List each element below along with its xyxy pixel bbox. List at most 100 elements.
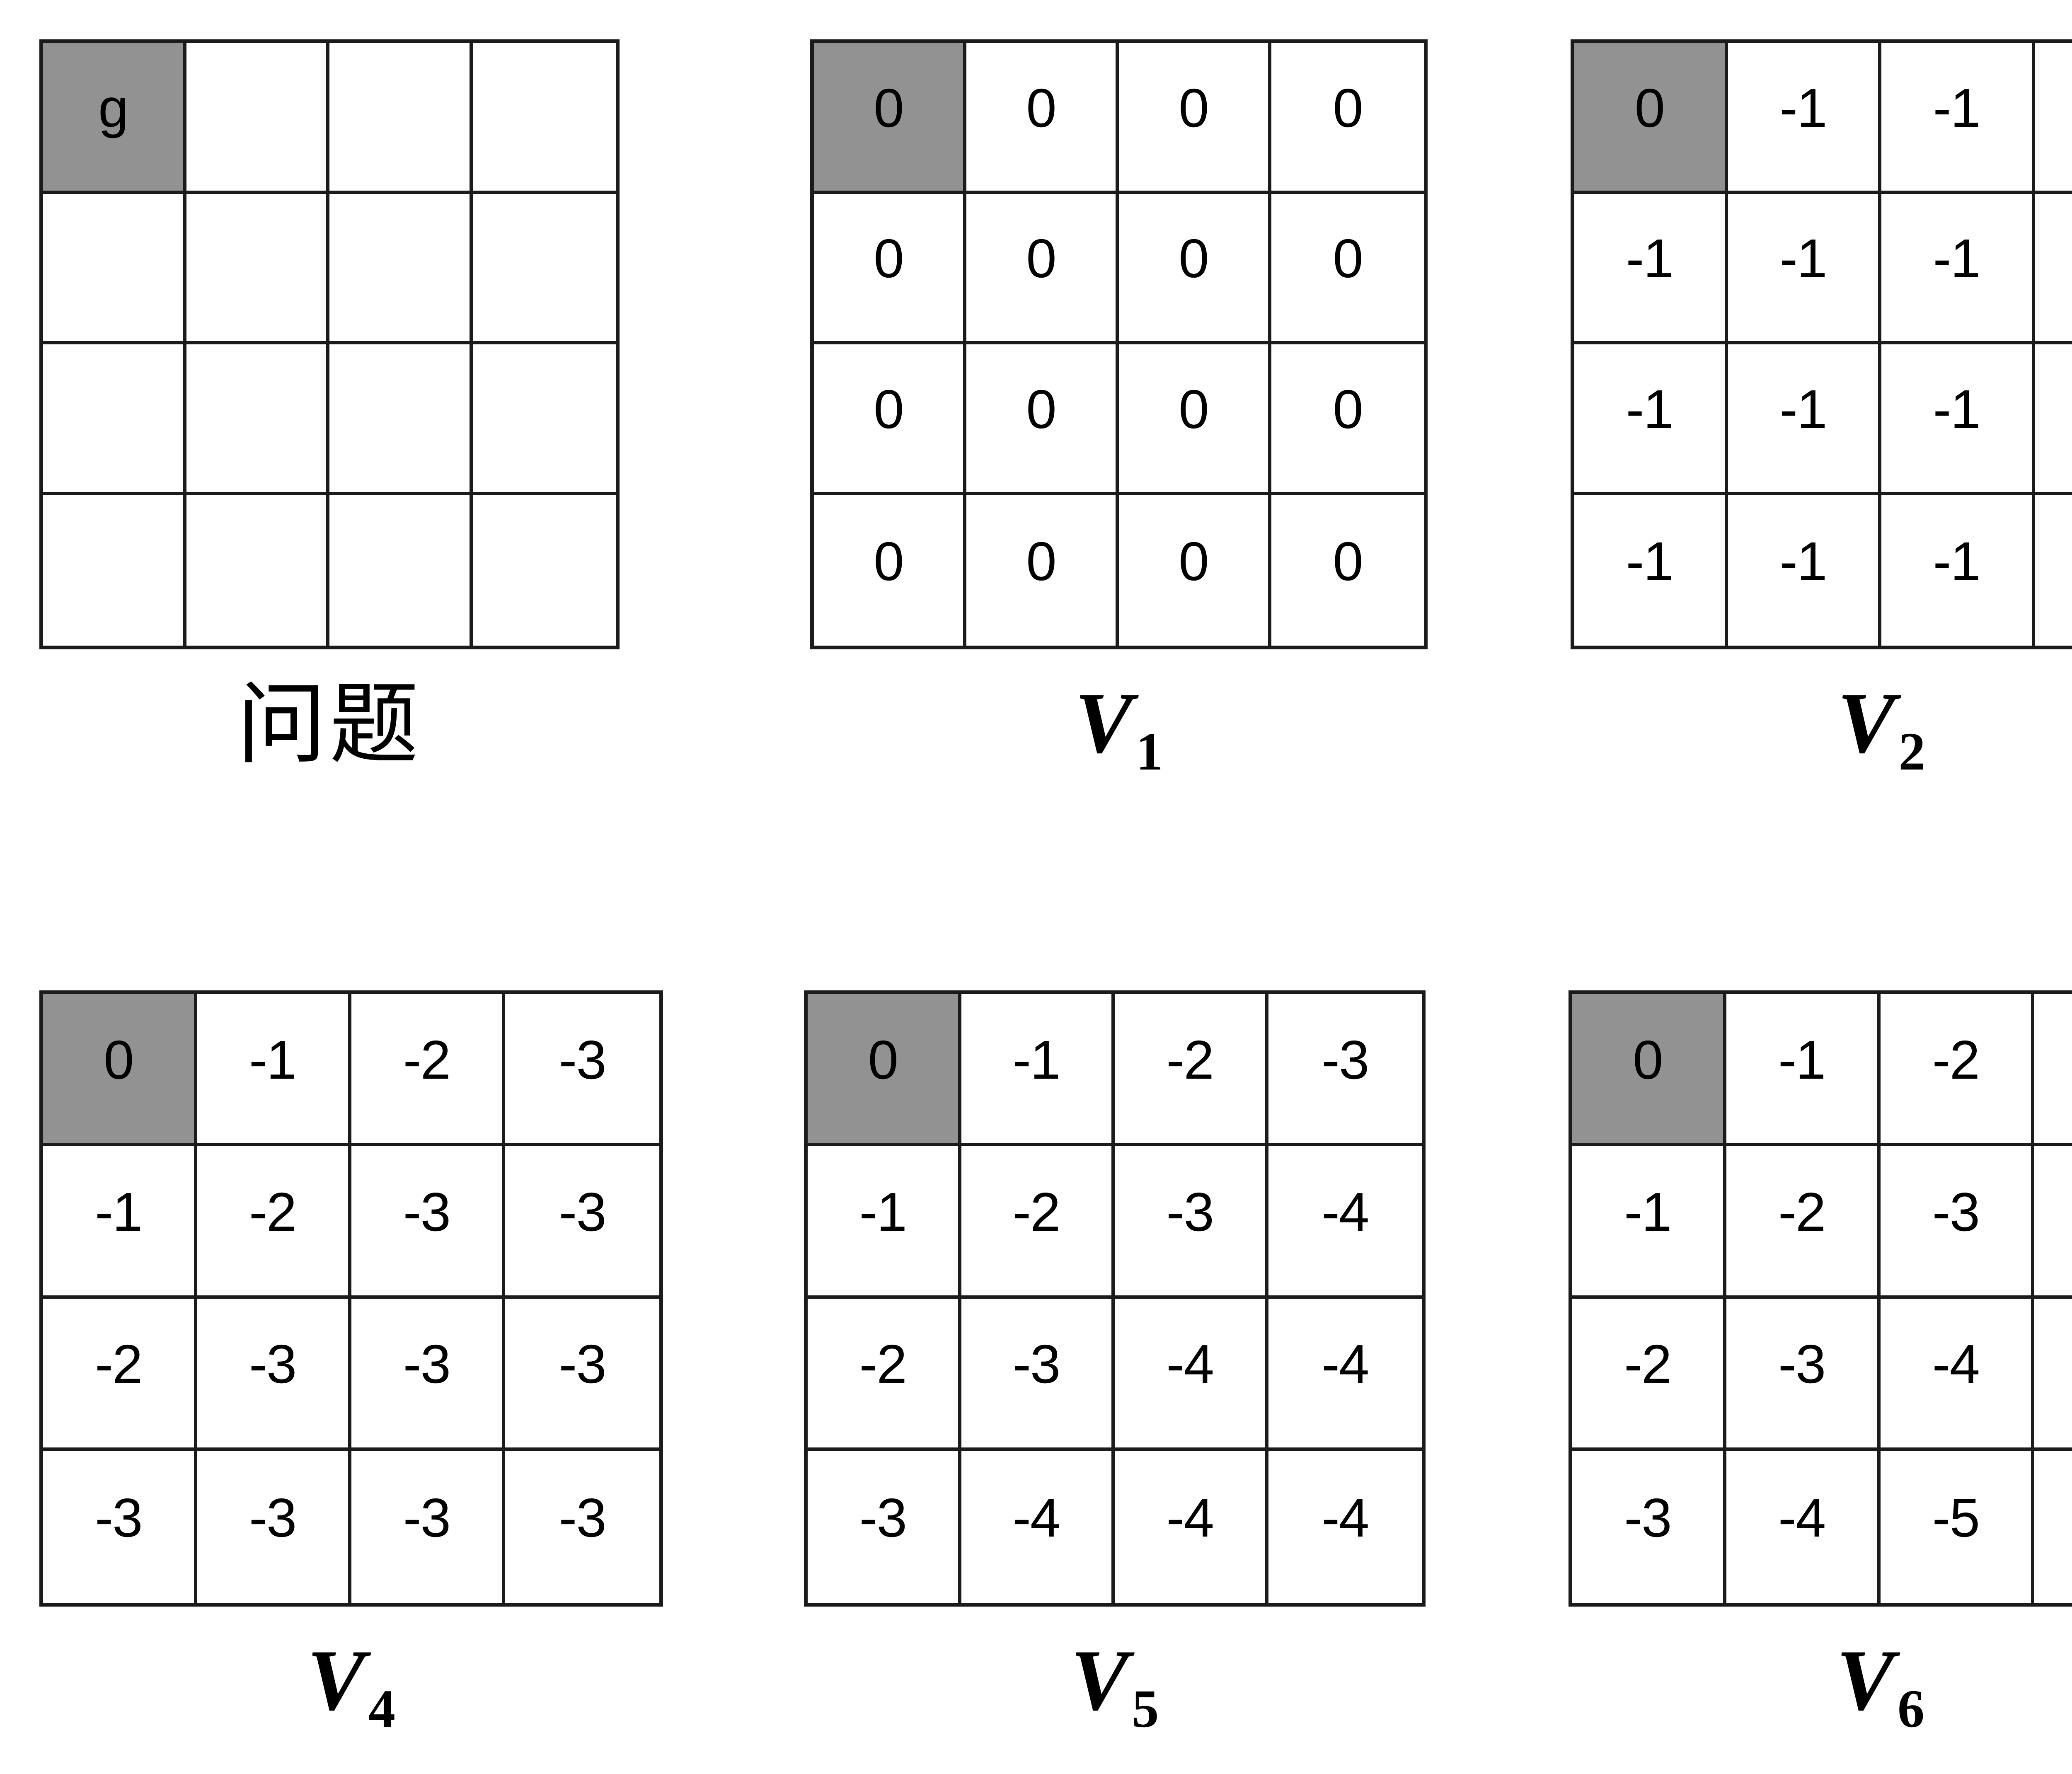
grid-cell: -4 xyxy=(1880,1298,2035,1451)
grid-cell xyxy=(186,344,329,495)
grid-cell xyxy=(329,344,473,495)
grid-cell: -3 xyxy=(505,1450,659,1603)
grid-cell xyxy=(186,495,329,646)
grid-cell: 0 xyxy=(814,194,966,344)
grid-cell: -3 xyxy=(43,1450,197,1603)
grid-cell: -3 xyxy=(961,1298,1115,1451)
grid-cell: -2 xyxy=(808,1298,961,1451)
grid-cell: 0 xyxy=(1574,43,1728,194)
panel-caption-7: V6 xyxy=(1569,1637,2072,1736)
panel-caption-5: V4 xyxy=(39,1637,663,1736)
grid-cell: -1 xyxy=(961,994,1115,1147)
caption-symbol: V xyxy=(1075,675,1133,771)
grid-cell: -3 xyxy=(1572,1450,1726,1603)
grid-panel-1: g xyxy=(39,39,620,649)
grid-cell: -1 xyxy=(1881,344,2035,495)
grid-cell: -3 xyxy=(351,1146,506,1299)
grid-cell: 0 xyxy=(814,495,966,646)
grid-cell: -1 xyxy=(1572,1146,1726,1299)
grid-cell: -3 xyxy=(808,1450,961,1603)
grid-cell: 0 xyxy=(966,194,1119,344)
grid-cell: -3 xyxy=(1726,1298,1881,1451)
grid-cell: -2 xyxy=(43,1298,197,1451)
grid-cell: 0 xyxy=(966,344,1119,495)
grid-cell: -2 xyxy=(197,1146,351,1299)
panel-caption-3: V2 xyxy=(1571,680,2072,779)
grid-cell: -1 xyxy=(808,1146,961,1299)
grid-cell: 0 xyxy=(814,43,966,194)
grid-cell: -2 xyxy=(351,994,506,1147)
grid-cell: 0 xyxy=(1119,495,1271,646)
grid-cell: 0 xyxy=(1271,495,1424,646)
grid-cell xyxy=(472,344,616,495)
caption-symbol: V xyxy=(307,1632,366,1728)
grid-cell: -3 xyxy=(2034,994,2072,1147)
grid-cell: -3 xyxy=(505,1298,659,1451)
grid-cell: 0 xyxy=(1119,344,1271,495)
grid-cell: g xyxy=(43,43,186,194)
caption-subscript: 4 xyxy=(368,1679,395,1739)
grid-cell: -1 xyxy=(1574,495,1728,646)
grid-cell xyxy=(43,344,186,495)
grid-cell: -3 xyxy=(505,1146,659,1299)
grid-cell xyxy=(472,43,616,194)
panel-caption-2: V1 xyxy=(810,680,1428,779)
grid-cell: 0 xyxy=(814,344,966,495)
grid-cell: 0 xyxy=(1271,194,1424,344)
grid-cell: -3 xyxy=(197,1450,351,1603)
grid-panel-6: 0-1-2-3-1-2-3-4-2-3-4-4-3-4-4-4 xyxy=(804,990,1426,1607)
caption-symbol: V xyxy=(1070,1632,1129,1728)
grid-cell: -1 xyxy=(1881,495,2035,646)
grid-cell: -2 xyxy=(1572,1298,1726,1451)
grid-cell: -4 xyxy=(1268,1450,1422,1603)
panel-caption-1: 问题 xyxy=(39,680,620,769)
grid-cell: -5 xyxy=(2034,1450,2072,1603)
grid-cell: 0 xyxy=(966,495,1119,646)
grid-cell: -5 xyxy=(2034,1298,2072,1451)
grid-cell: -4 xyxy=(1726,1450,1881,1603)
grid-cell: -3 xyxy=(351,1450,506,1603)
panel-caption-6: V5 xyxy=(804,1637,1426,1736)
caption-subscript: 1 xyxy=(1136,721,1163,782)
value-grid: 0-1-1-1-1-1-1-1-1-1-1-1-1-1-1-1 xyxy=(1571,39,2072,649)
grid-cell: -3 xyxy=(351,1298,506,1451)
grid-cell: -2 xyxy=(1115,994,1268,1147)
grid-cell: -1 xyxy=(43,1146,197,1299)
value-grid: 0-1-2-3-1-2-3-4-2-3-4-5-3-4-5-5 xyxy=(1569,990,2072,1607)
grid-cell: -4 xyxy=(1268,1146,1422,1299)
grid-cell: -1 xyxy=(1574,344,1728,495)
grid-cell: -1 xyxy=(1728,495,1881,646)
grid-cell: -1 xyxy=(1574,194,1728,344)
grid-cell xyxy=(43,194,186,344)
grid-cell: -3 xyxy=(1880,1146,2035,1299)
grid-cell: -1 xyxy=(2035,344,2072,495)
grid-cell: -4 xyxy=(1115,1298,1268,1451)
grid-cell: -3 xyxy=(1115,1146,1268,1299)
grid-cell xyxy=(329,495,473,646)
grid-cell: -4 xyxy=(2034,1146,2072,1299)
grid-cell: -1 xyxy=(1728,344,1881,495)
grid-cell: -2 xyxy=(961,1146,1115,1299)
grid-cell: -4 xyxy=(1115,1450,1268,1603)
grid-cell: 0 xyxy=(1271,43,1424,194)
grid-cell: -4 xyxy=(961,1450,1115,1603)
grid-cell: 0 xyxy=(43,994,197,1147)
grid-cell: 0 xyxy=(966,43,1119,194)
grid-cell: -1 xyxy=(1728,43,1881,194)
grid-cell xyxy=(186,43,329,194)
grid-cell: -4 xyxy=(1268,1298,1422,1451)
caption-symbol: V xyxy=(1836,1632,1895,1728)
grid-panel-7: 0-1-2-3-1-2-3-4-2-3-4-5-3-4-5-5 xyxy=(1569,990,2072,1607)
grid-cell: -5 xyxy=(1880,1450,2035,1603)
grid-cell: -1 xyxy=(1881,43,2035,194)
caption-subscript: 6 xyxy=(1897,1679,1924,1739)
grid-cell: -1 xyxy=(197,994,351,1147)
grid-cell: -1 xyxy=(2035,495,2072,646)
grid-cell: -3 xyxy=(197,1298,351,1451)
grid-cell: 0 xyxy=(1119,43,1271,194)
grid-cell: 0 xyxy=(1271,344,1424,495)
caption-symbol: V xyxy=(1837,675,1895,771)
caption-subscript: 2 xyxy=(1898,721,1926,782)
